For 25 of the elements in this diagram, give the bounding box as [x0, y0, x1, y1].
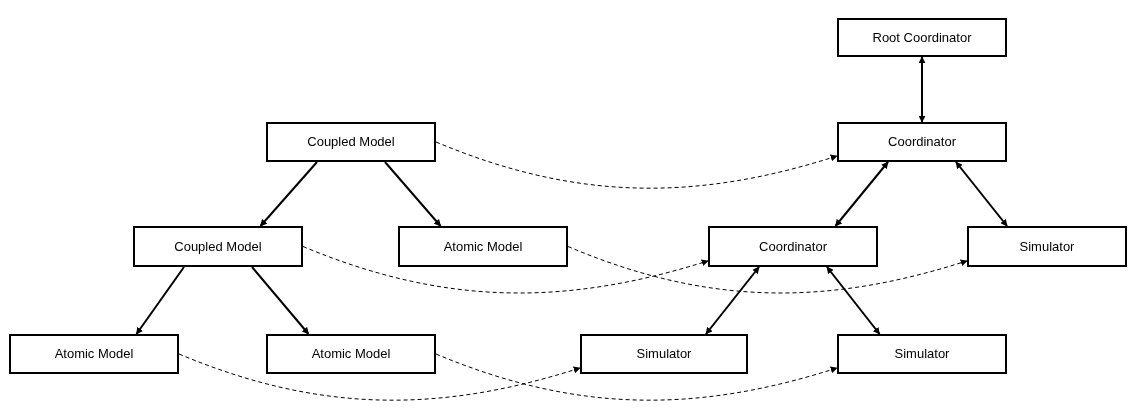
arrow [705, 266, 760, 335]
arrow [834, 161, 889, 227]
model-box: Simulator [837, 334, 1007, 374]
arrow [955, 161, 1008, 227]
model-box: Simulator [967, 226, 1127, 267]
model-box: Root Coordinator [837, 18, 1007, 57]
model-box: Coordinator [837, 122, 1007, 162]
arrow [826, 266, 881, 335]
dashed-arrow [302, 246, 709, 294]
arrow [384, 161, 442, 227]
model-box: Coupled Model [266, 122, 436, 162]
dashed-arrow [567, 246, 968, 294]
arrow [135, 266, 185, 335]
model-box: Atomic Model [398, 226, 568, 267]
arrow [259, 161, 318, 227]
model-box: Coordinator [708, 226, 878, 267]
arrow [918, 56, 926, 123]
dashed-arrow [435, 353, 838, 401]
dashed-arrow [435, 141, 838, 189]
model-box: Atomic Model [9, 334, 179, 374]
model-box: Atomic Model [266, 334, 436, 374]
model-box: Coupled Model [133, 226, 303, 267]
arrow [251, 266, 310, 335]
dashed-arrow [178, 353, 581, 401]
model-box: Simulator [580, 334, 748, 374]
